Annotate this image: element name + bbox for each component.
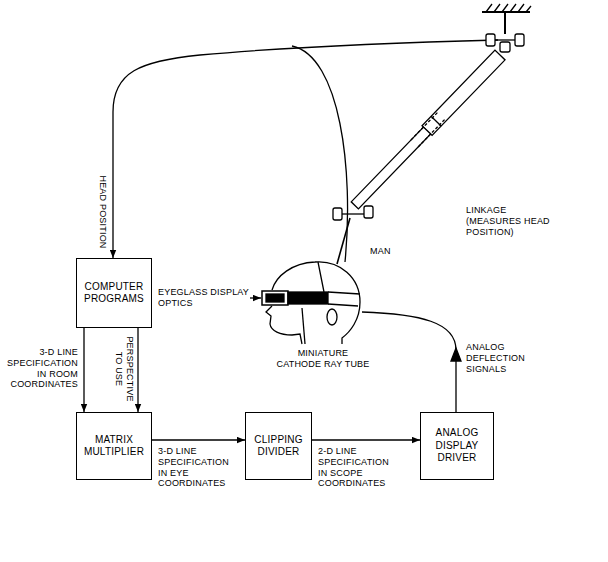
process-box: ANALOG DISPLAY DRIVER (420, 412, 494, 480)
part-label: MINIATURE CATHODE RAY TUBE (276, 348, 370, 370)
part-label: LINKAGE (MEASURES HEAD POSITION) (466, 205, 550, 237)
head-position-wire (113, 40, 498, 258)
ceiling-hatch (486, 4, 531, 12)
inner-tube (351, 127, 430, 209)
gimbal-axle (494, 39, 516, 40)
signal-label: 2-D LINE SPECIFICATION IN SCOPE COORDINA… (318, 446, 398, 489)
signal-label: 3-D LINE SPECIFICATION IN EYE COORDINATE… (158, 446, 238, 489)
tube-ring (431, 116, 441, 126)
ear (327, 309, 337, 325)
linkage-mount (504, 12, 506, 34)
gimbal-axle (342, 213, 366, 214)
part-label: MAN (370, 246, 391, 257)
gimbal-cylinder (500, 42, 510, 52)
deflection-wire (362, 312, 456, 412)
gimbal-cylinder (364, 206, 373, 218)
gimbal-cylinder (333, 208, 342, 220)
leader-line (249, 297, 261, 298)
connector-arrow (152, 439, 245, 440)
box-label: MATRIX MULTIPLIER (81, 434, 147, 459)
telescoping-rod (350, 50, 505, 210)
head-wire (292, 46, 348, 262)
lower-gimbal (333, 206, 373, 264)
process-box: CLIPPING DIVIDER (245, 412, 312, 480)
tube-hidden-edge (410, 113, 438, 142)
eyeglass-optics (262, 291, 288, 305)
box-label: ANALOG DISPLAY DRIVER (425, 427, 489, 465)
connector-arrow (312, 439, 420, 440)
connector-arrow (137, 328, 138, 412)
leader-line (302, 308, 305, 344)
part-label: ANALOG DEFLECTION SIGNALS (466, 342, 546, 374)
helmet-stub (337, 218, 350, 264)
part-label: EYEGLASS DISPLAY OPTICS (158, 287, 250, 309)
upper-gimbal (486, 34, 524, 52)
man-head (262, 262, 360, 344)
signal-label: 3-D LINE SPECIFICATION IN ROOM COORDINAT… (6, 347, 78, 390)
process-box: COMPUTER PROGRAMS (76, 258, 152, 328)
cathode-ray-tube (288, 292, 328, 304)
process-box: MATRIX MULTIPLIER (76, 412, 152, 480)
arrowhead (451, 348, 461, 361)
gimbal-cylinder (486, 34, 495, 46)
box-label: COMPUTER PROGRAMS (81, 281, 147, 306)
signal-label: PERSPECTIVE TO USE (113, 333, 135, 405)
tube-hidden-edge (417, 120, 445, 149)
gimbal-cylinder (515, 34, 524, 46)
connector-arrow (83, 328, 84, 412)
box-label: CLIPPING DIVIDER (250, 434, 307, 459)
eyeglass-lens (266, 294, 284, 302)
outer-tube (422, 50, 505, 135)
part-label: HEAD POSITION (98, 175, 109, 248)
